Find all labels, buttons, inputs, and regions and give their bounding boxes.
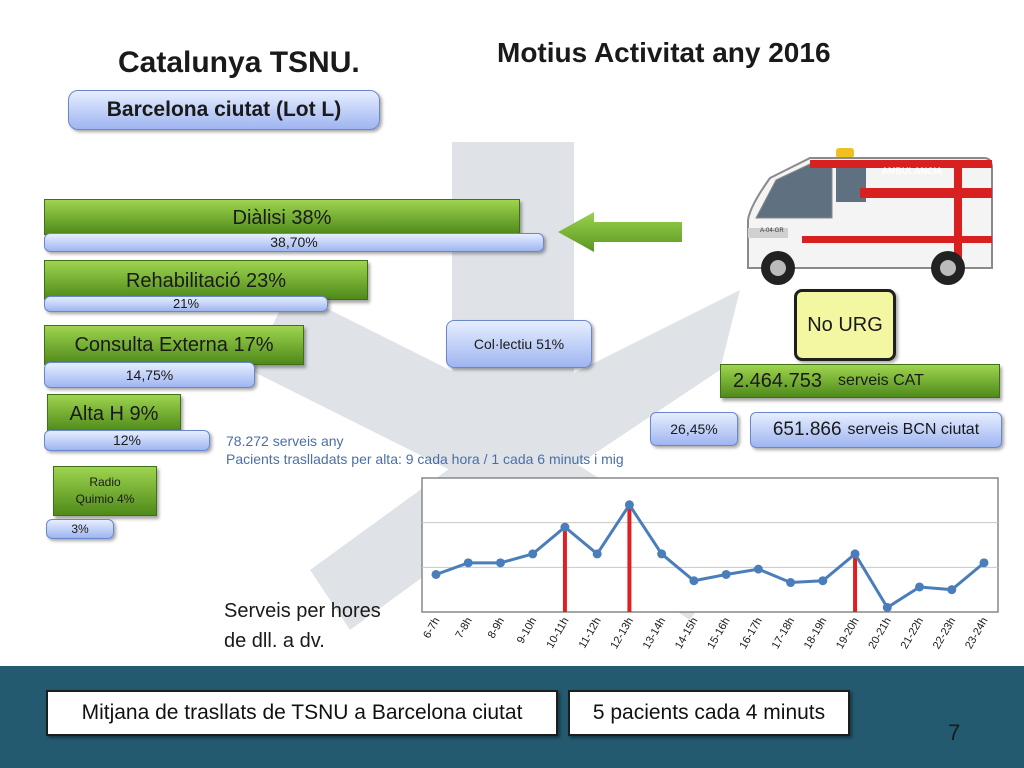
notes-serveis-any: 78.272 serveis any [226, 433, 344, 449]
notes-pacients-alta: Pacients traslladats per alta: 9 cada ho… [226, 451, 624, 467]
footer-patients-rate-box: 5 pacients cada 4 minuts [568, 690, 850, 736]
chart-point [947, 585, 957, 595]
chart-x-tick-label: 23-24h [963, 616, 991, 652]
chart-x-tick-label: 7-8h [453, 616, 474, 641]
chart-point [431, 569, 441, 579]
ambulance-icon: AMBULANCIA A-04-GR [747, 148, 993, 285]
motiu-label-quimio: Quimio 4% [75, 492, 135, 506]
chart-point [818, 576, 828, 586]
serveis-cat-value: 2.464.753 [733, 369, 822, 392]
motiu-sub-consulta-externa: 14,75% [44, 362, 255, 388]
chart-x-tick-label: 16-17h [737, 616, 765, 652]
motiu-bar-dialisi: Diàlisi 38% [44, 199, 520, 235]
ambulance-label: AMBULANCIA [882, 166, 943, 176]
chart-plot-area [421, 477, 999, 613]
page-title-left: Catalunya TSNU. [118, 46, 360, 79]
chart-x-tick-label: 15-16h [705, 616, 733, 652]
no-urg-badge: No URG [794, 289, 896, 361]
chart-point [592, 549, 602, 559]
motiu-bar-alta-h: Alta H 9% [47, 394, 181, 432]
serveis-bcn-badge: 651.866 serveis BCN ciutat [750, 412, 1002, 448]
chart-series-line [435, 502, 985, 610]
chart-point [753, 564, 763, 574]
chart-x-tick-label: 13-14h [641, 616, 669, 652]
page-number: 7 [948, 720, 961, 745]
serveis-cat-badge: 2.464.753 serveis CAT [720, 364, 1000, 398]
chart-x-tick-label: 10-11h [544, 616, 571, 651]
serveis-bcn-value: 651.866 [772, 419, 842, 440]
chart-x-tick-label: 17-18h [770, 616, 798, 652]
chart-caption: Serveis per hores de dll. a dv. [224, 596, 381, 656]
chart-caption-line1: Serveis per hores [224, 600, 381, 622]
arrow-left-icon [558, 212, 682, 252]
chart-x-tick-label: 20-21h [866, 616, 894, 652]
motiu-sub-alta-h: 12% [44, 430, 210, 451]
chart-x-tick-label: 11-12h [577, 616, 604, 651]
motiu-sub-radio-quimio: 3% [46, 519, 114, 539]
chart-x-tick-label: 6-7h [421, 616, 442, 641]
ambulance-plate: A-04-GR [760, 228, 784, 234]
chart-point [721, 569, 731, 579]
chart-x-tick-label: 14-15h [673, 616, 701, 652]
chart-x-tick-label: 19-20h [834, 616, 862, 652]
motiu-bar-consulta-externa: Consulta Externa 17% [44, 325, 304, 365]
serveis-cat-label: serveis CAT [837, 372, 924, 389]
chart-point [495, 558, 505, 568]
motiu-sub-dialisi: 38,70% [44, 233, 544, 252]
footer-average-transfers-box: Mitjana de trasllats de TSNU a Barcelona… [46, 690, 558, 736]
chart-point [979, 558, 989, 568]
serveis-bcn-label: serveis BCN ciutat [847, 421, 980, 438]
motiu-label-radio: Radio [89, 475, 121, 489]
chart-caption-line2: de dll. a dv. [224, 630, 325, 652]
lot-label-badge: Barcelona ciutat (Lot L) [68, 90, 380, 130]
chart-x-tick-label: 12-13h [608, 616, 636, 652]
chart-point [624, 500, 634, 510]
chart-point [786, 578, 796, 588]
notes-block: 78.272 serveis any Pacients traslladats … [226, 432, 624, 468]
chart-x-tick-label: 18-19h [802, 616, 830, 652]
chart-point [915, 582, 925, 592]
motiu-sub-rehabilitacio: 21% [44, 296, 328, 312]
chart-x-tick-label: 9-10h [515, 616, 539, 646]
chart-point [657, 549, 667, 559]
chart-x-tick-label: 21-22h [899, 616, 927, 652]
page-title-right: Motius Activitat any 2016 [497, 37, 831, 68]
chart-point [689, 576, 699, 586]
chart-x-tick-label: 22-23h [931, 616, 959, 652]
motiu-bar-radio-quimio: Radio Quimio 4% [53, 466, 157, 516]
chart-point [850, 549, 860, 559]
collectiu-badge: Col·lectiu 51% [446, 320, 592, 368]
chart-point [560, 522, 570, 532]
motiu-bar-rehabilitacio: Rehabilitació 23% [44, 260, 368, 300]
chart-x-tick-label: 8-9h [486, 616, 507, 641]
chart-point [528, 549, 538, 559]
chart-point [882, 603, 892, 613]
chart-point [463, 558, 473, 568]
percent-bcn-badge: 26,45% [650, 412, 738, 446]
